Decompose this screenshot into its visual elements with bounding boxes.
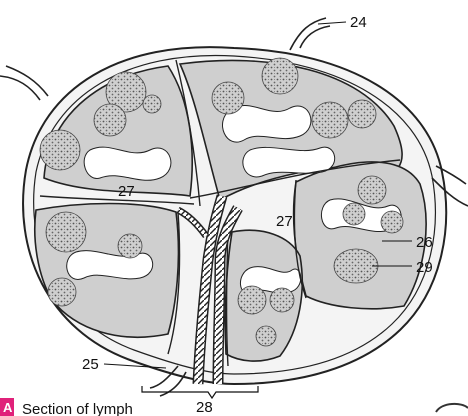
callout-27-left: 27 [118,183,135,200]
partial-ring [436,404,468,412]
hilum-bracket [142,386,258,398]
callout-24: 24 [350,14,367,31]
callout-29: 29 [416,259,433,276]
callout-26: 26 [416,234,433,251]
caption-badge-letter: A [3,400,13,415]
callout-25: 25 [82,356,99,373]
afferent-vessel-top [290,18,330,50]
germinal-center [334,249,378,283]
afferent-vessel-left [0,66,48,100]
callout-28: 28 [196,399,213,416]
caption-text: Section of lymph [22,401,133,416]
callout-27-center: 27 [276,213,293,230]
